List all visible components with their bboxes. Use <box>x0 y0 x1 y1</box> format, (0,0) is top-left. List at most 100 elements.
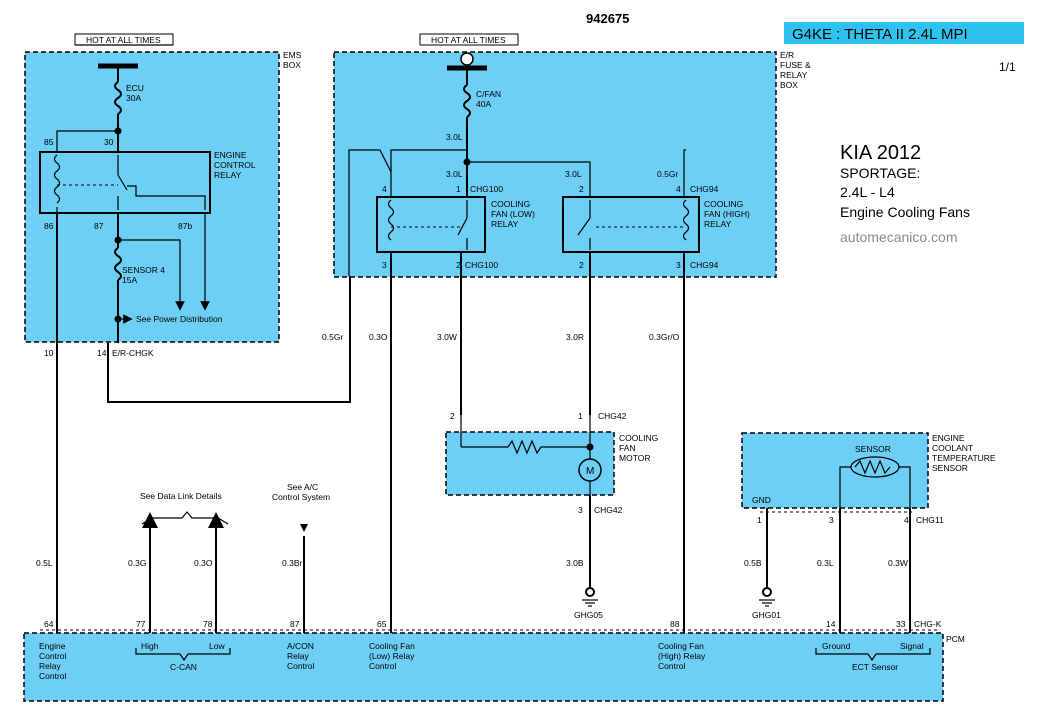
pcm-ac-1: A/CON <box>287 641 314 651</box>
pcm-pin-88: 88 <box>670 619 680 629</box>
fuse-sensor-symbol <box>114 247 122 281</box>
relay-label-2: CONTROL <box>214 160 256 170</box>
pcm-can-low: Low <box>209 641 225 651</box>
wire-low-in-label: 3.0L <box>446 169 463 179</box>
engine-banner-text: G4KE : THETA II 2.4L MPI <box>792 26 968 43</box>
high-conn-top: CHG94 <box>690 184 719 194</box>
er-label-3: RELAY <box>780 70 808 80</box>
engine-control-relay <box>39 151 211 214</box>
power-distribution-ref: See Power Distribution <box>136 314 223 324</box>
pcm-cfl-1: Cooling Fan <box>369 641 415 651</box>
low-conn-bot: CHG100 <box>465 260 498 270</box>
high-relay-label-3: RELAY <box>704 219 732 229</box>
hot-label-er: HOT AT ALL TIMES <box>431 35 506 45</box>
low-relay-coil <box>387 199 395 241</box>
er-label-1: E/R <box>780 50 794 60</box>
motor-pin-2: 2 <box>450 411 455 421</box>
ac-ref-arrow <box>300 524 308 532</box>
data-link-ref: See Data Link Details <box>140 491 222 501</box>
relay-label-1: ENGINE <box>214 150 247 160</box>
low-pin-4: 4 <box>382 184 387 194</box>
cooling-fan-high-relay <box>562 196 700 253</box>
er-fuse-relay-box <box>333 51 777 278</box>
low-relay-label-3: RELAY <box>491 219 519 229</box>
pin-87b: 87b <box>178 221 192 231</box>
pcm-cfl-3: Control <box>369 661 397 671</box>
pcm-ect-sensor: ECT Sensor <box>852 662 898 672</box>
pcm-ecr-4: Control <box>39 671 67 681</box>
ems-label-1: EMS <box>283 50 302 60</box>
doc-number: 942675 <box>586 11 629 26</box>
conn-pin-14: 14 <box>97 348 107 358</box>
hot-label-box-er <box>419 33 519 46</box>
ect-pin-1: 1 <box>757 515 762 525</box>
high-pin-2-top: 2 <box>579 184 584 194</box>
low-pin-1: 1 <box>456 184 461 194</box>
low-pin-2: 2 <box>456 260 461 270</box>
pcm-pin-87: 87 <box>290 619 300 629</box>
wire-30w: 3.0W <box>437 332 457 342</box>
wire-05gr: 0.5Gr <box>322 332 343 342</box>
pcm-pin-33: 33 <box>896 619 906 629</box>
motor-label-2: FAN <box>619 443 636 453</box>
high-conn-bot: CHG94 <box>690 260 719 270</box>
ground-ghg01: GHG01 <box>752 610 781 620</box>
wire-03l: 0.3L <box>817 558 834 568</box>
low-relay-label-2: FAN (LOW) <box>491 209 535 219</box>
wire-03gro: 0.3Gr/O <box>649 332 680 342</box>
hot-label-ems: HOT AT ALL TIMES <box>86 35 161 45</box>
pin-86: 86 <box>44 221 54 231</box>
fuse-ecu-symbol <box>114 81 122 115</box>
motor-label-3: MOTOR <box>619 453 650 463</box>
high-pin-3: 3 <box>676 260 681 270</box>
pcm-box <box>23 632 944 702</box>
fuse-sensor-label-1: SENSOR 4 <box>122 265 165 275</box>
title-line-1: KIA 2012 <box>840 142 921 164</box>
website-text: automecanico.com <box>840 229 958 245</box>
ground-ghg05: GHG05 <box>574 610 603 620</box>
ect-sensor-label: SENSOR <box>855 444 891 454</box>
high-relay-label-2: FAN (HIGH) <box>704 209 750 219</box>
cooling-fan-low-relay <box>376 196 486 253</box>
wire-high-coil-label: 0.5Gr <box>657 169 678 179</box>
ect-label-4: SENSOR <box>932 463 968 473</box>
pcm-conn: CHG-K <box>914 619 942 629</box>
pcm-cfl-2: (Low) Relay <box>369 651 415 661</box>
conn-name-er-chgk: E/R-CHGK <box>112 348 154 358</box>
wire-05l: 0.5L <box>36 558 53 568</box>
pcm-pin-64: 64 <box>44 619 54 629</box>
wire-03o-can: 0.3O <box>194 558 213 568</box>
ect-gnd: GND <box>752 495 771 505</box>
pcm-cfh-1: Cooling Fan <box>658 641 704 651</box>
wire-03w: 0.3W <box>888 558 908 568</box>
conn-pin-10: 10 <box>44 348 54 358</box>
pin-87: 87 <box>94 221 104 231</box>
high-relay-label-1: COOLING <box>704 199 743 209</box>
fuse-cfan-label-1: C/FAN <box>476 89 501 99</box>
engine-banner <box>784 22 1024 44</box>
wire-main-label: 3.0L <box>446 132 463 142</box>
motor-resistor <box>461 439 590 455</box>
fuse-cfan-label-2: 40A <box>476 99 491 109</box>
motor-conn-top: CHG42 <box>598 411 627 421</box>
relay-coil <box>53 154 61 204</box>
wire-03o: 0.3O <box>369 332 388 342</box>
ect-pin-3: 3 <box>829 515 834 525</box>
ect-label-1: ENGINE <box>932 433 965 443</box>
pcm-cfh-2: (High) Relay <box>658 651 706 661</box>
relay-label-3: RELAY <box>214 170 242 180</box>
ect-pin-4: 4 <box>904 515 909 525</box>
pcm-can-high: High <box>141 641 159 651</box>
fuse-cfan-symbol <box>463 84 471 118</box>
high-relay-coil <box>682 199 690 241</box>
er-label-4: BOX <box>780 80 798 90</box>
low-conn-top: CHG100 <box>470 184 503 194</box>
ems-box <box>24 51 280 343</box>
pcm-pin-65: 65 <box>377 619 387 629</box>
pcm-ecr-2: Control <box>39 651 67 661</box>
pcm-can: C-CAN <box>170 662 197 672</box>
title-line-2: SPORTAGE: <box>840 165 920 181</box>
low-pin-3: 3 <box>382 260 387 270</box>
